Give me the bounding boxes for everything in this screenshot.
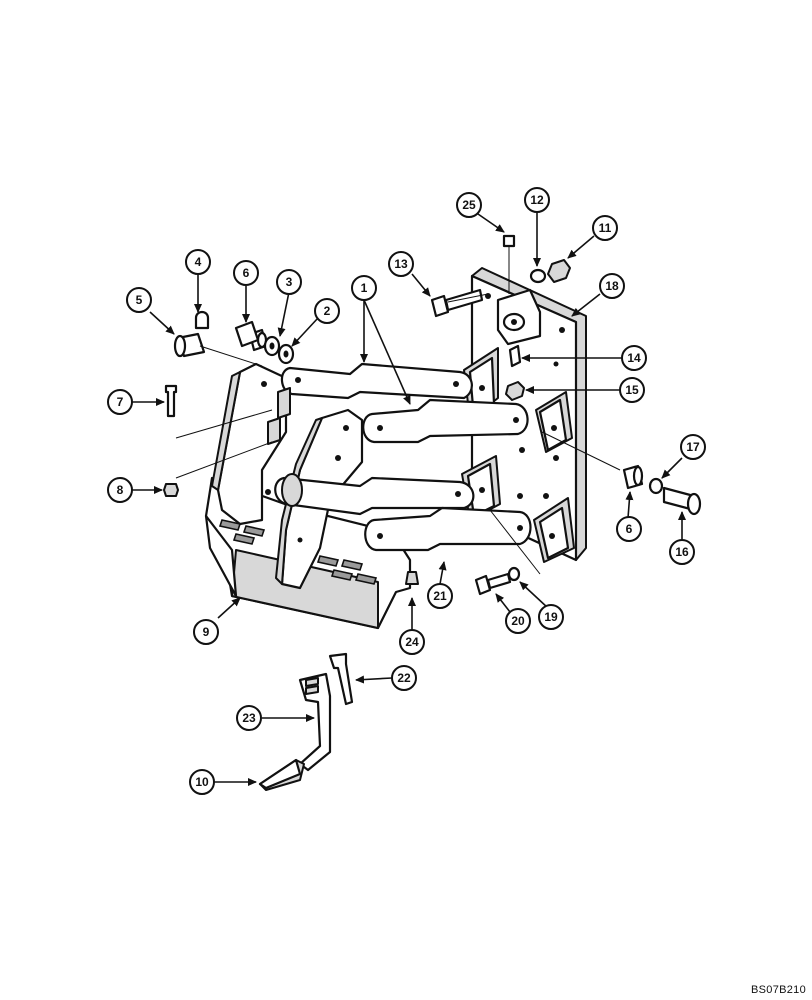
small-nut (163, 483, 179, 497)
retainer-clip (328, 652, 354, 706)
callout-23: 23 (236, 705, 262, 731)
callout-17: 17 (680, 434, 706, 460)
svg-text:2: 2 (324, 304, 331, 318)
callout-5: 5 (126, 287, 152, 313)
callout-14: 14 (621, 345, 647, 371)
callout-6-left: 6 (233, 260, 259, 286)
bottom-right-clevis-bracket (533, 497, 575, 563)
svg-text:23: 23 (242, 711, 256, 725)
top-nut (547, 259, 571, 283)
lower-bolt (474, 572, 512, 596)
svg-text:21: 21 (433, 589, 447, 603)
top-washer (529, 268, 547, 284)
callout-25: 25 (456, 192, 482, 218)
lower-front-link-arm (364, 506, 532, 552)
small-bolt (164, 384, 178, 418)
tooth-shank (298, 672, 332, 772)
svg-text:3: 3 (286, 275, 293, 289)
drawing-reference-code: BS07B210 (751, 984, 806, 996)
callout-13: 13 (388, 251, 414, 277)
callout-8: 8 (107, 477, 133, 503)
svg-text:15: 15 (625, 383, 639, 397)
left-washer-small (277, 343, 295, 365)
svg-text:9: 9 (203, 625, 210, 639)
right-clevis-bracket (535, 391, 573, 453)
callout-19: 19 (538, 604, 564, 630)
svg-text:6: 6 (626, 522, 633, 536)
callout-21: 21 (427, 583, 453, 609)
callout-9: 9 (193, 619, 219, 645)
svg-text:22: 22 (397, 671, 411, 685)
clip-bracket (267, 387, 291, 445)
svg-text:18: 18 (605, 279, 619, 293)
pivot-pin (173, 332, 206, 358)
svg-text:12: 12 (530, 193, 544, 207)
svg-text:19: 19 (544, 610, 558, 624)
svg-text:4: 4 (195, 255, 202, 269)
plate-bolt (430, 288, 484, 318)
callout-18: 18 (599, 273, 625, 299)
callout-10: 10 (189, 769, 215, 795)
grease-fitting (405, 571, 419, 585)
lynch-pin (194, 310, 210, 330)
right-pivot-bolt (662, 486, 702, 516)
callout-2: 2 (314, 298, 340, 324)
svg-text:13: 13 (394, 257, 408, 271)
rear-side-plate (211, 362, 288, 526)
callout-12: 12 (524, 187, 550, 213)
svg-text:17: 17 (686, 440, 700, 454)
left-washer-large (263, 335, 281, 357)
tooth-point (258, 758, 305, 791)
lower-washer (507, 566, 521, 582)
right-washer (648, 477, 664, 495)
svg-text:8: 8 (117, 483, 124, 497)
svg-text:11: 11 (599, 221, 612, 235)
callout-4: 4 (185, 249, 211, 275)
callout-24: 24 (399, 629, 425, 655)
callout-22: 22 (391, 665, 417, 691)
svg-text:16: 16 (675, 545, 689, 559)
upper-front-link-arm (362, 398, 529, 444)
callout-1: 1 (351, 275, 377, 301)
leader-arrows (132, 212, 686, 786)
svg-text:5: 5 (136, 293, 143, 307)
callout-20: 20 (505, 608, 531, 634)
lower-rear-link-arm (274, 476, 475, 516)
callout-3: 3 (276, 269, 302, 295)
pivot-roller (281, 473, 303, 507)
callout-7: 7 (107, 389, 133, 415)
callout-16: 16 (669, 539, 695, 565)
right-nut (505, 381, 525, 401)
callout-15: 15 (619, 377, 645, 403)
svg-text:20: 20 (511, 614, 525, 628)
callout-6-right: 6 (616, 516, 642, 542)
right-bushing (622, 464, 644, 490)
svg-text:14: 14 (627, 351, 641, 365)
top-pin (502, 234, 516, 294)
cotter-pin (508, 344, 522, 368)
upper-rear-link-arm (280, 362, 473, 400)
left-mounting-tab (234, 320, 260, 348)
svg-text:10: 10 (195, 775, 209, 789)
callout-11: 11 (592, 215, 618, 241)
svg-text:25: 25 (462, 198, 476, 212)
svg-text:1: 1 (361, 281, 368, 295)
assembly-guide-lines (175, 293, 621, 575)
svg-text:6: 6 (243, 266, 250, 280)
svg-text:7: 7 (117, 395, 124, 409)
svg-text:24: 24 (405, 635, 419, 649)
